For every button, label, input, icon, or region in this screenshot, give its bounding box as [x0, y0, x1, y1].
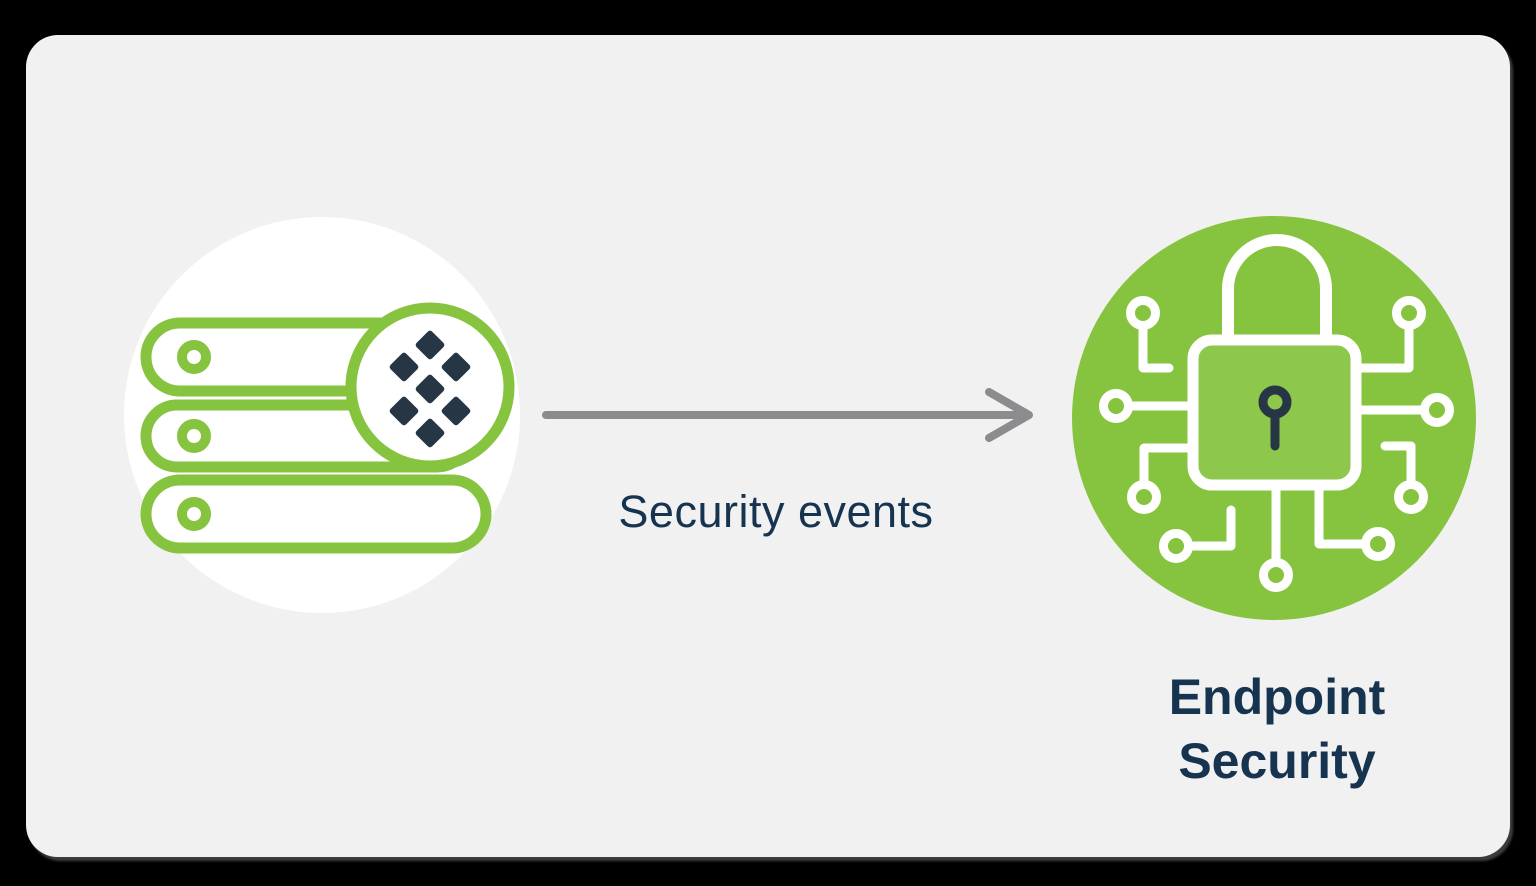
server-bar: [140, 474, 492, 554]
circuit-node-icon: [1361, 527, 1395, 561]
circuit-node-icon: [1392, 296, 1426, 330]
circuit-trace: [1139, 443, 1194, 486]
circuit-trace: [1187, 505, 1236, 551]
keyhole-icon: [1258, 385, 1292, 451]
diagram-graphics: [124, 216, 1476, 620]
circuit-trace: [1314, 482, 1367, 549]
circuit-trace: [1380, 441, 1416, 486]
circuit-traces: [1127, 324, 1426, 564]
circuit-trace: [1138, 324, 1174, 373]
endpoint-label-line2: Security: [1178, 733, 1376, 789]
circuit-node-icon: [1099, 389, 1133, 423]
circuit-node-icon: [1420, 393, 1454, 427]
circuit-trace: [1354, 324, 1414, 373]
server-led-icon: [177, 340, 211, 374]
server-led-icon: [177, 419, 211, 453]
padlock-shackle: [1222, 234, 1332, 351]
arrow-label: Security events: [618, 486, 934, 537]
endpoint-security-icon: [1072, 216, 1476, 620]
circuit-node-icon: [1159, 529, 1193, 563]
server-icon: [124, 217, 520, 613]
circuit-node-icon: [1126, 296, 1160, 330]
circuit-node-icon: [1394, 480, 1428, 514]
circuit-nodes: [1099, 296, 1454, 592]
arrow-head-icon: [985, 388, 1033, 442]
diagram-card: Security events Endpoint Security: [26, 35, 1510, 857]
circuit-node-icon: [1127, 480, 1161, 514]
endpoint-label-line1: Endpoint: [1168, 669, 1386, 725]
server-led-icon: [177, 497, 211, 531]
flow-arrow: [542, 388, 1033, 442]
diamond-grid-logo-icon: [389, 330, 471, 448]
circuit-node-icon: [1259, 558, 1293, 592]
logo-badge: [345, 302, 515, 472]
endpoint-label: Endpoint Security: [1077, 665, 1477, 793]
